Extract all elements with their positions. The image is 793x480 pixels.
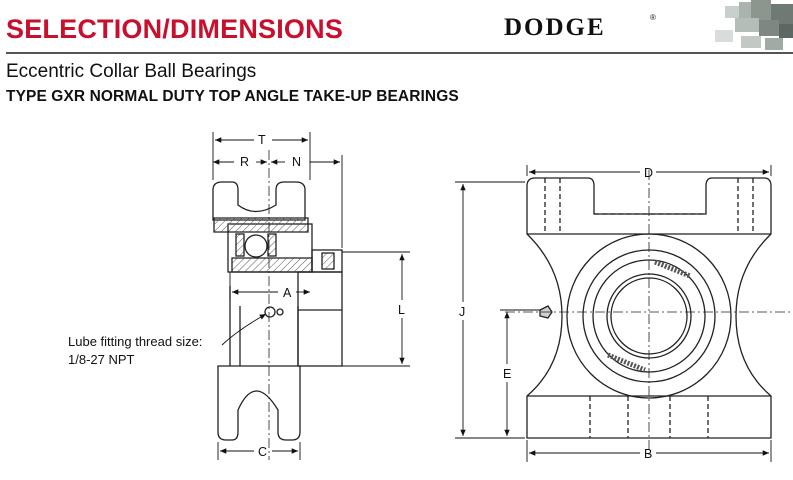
dim-label-D: D	[644, 166, 653, 180]
dim-label-J: J	[459, 305, 465, 319]
lube-note-line1: Lube fitting thread size:	[68, 334, 203, 349]
dim-label-B: B	[644, 447, 652, 461]
dim-label-N: N	[292, 155, 301, 169]
logo-registered-mark: ®	[650, 13, 656, 22]
page-title: SELECTION/DIMENSIONS	[6, 14, 344, 44]
product-type: TYPE GXR NORMAL DUTY TOP ANGLE TAKE-UP B…	[6, 88, 459, 105]
side-view	[212, 150, 343, 460]
dim-label-L: L	[398, 303, 405, 317]
dim-label-C: C	[258, 445, 267, 459]
product-thumbnail	[705, 0, 793, 52]
dim-label-E: E	[503, 367, 511, 381]
logo-text: DODGE	[504, 14, 606, 41]
dim-label-R: R	[240, 155, 249, 169]
dim-label-T: T	[258, 133, 266, 147]
dodge-logo: DODGE ®	[504, 13, 656, 41]
product-subtitle: Eccentric Collar Ball Bearings	[6, 61, 257, 82]
lube-note-line2: 1/8-27 NPT	[68, 352, 135, 367]
front-view	[505, 170, 790, 458]
header-divider	[6, 52, 793, 54]
dim-label-A: A	[283, 286, 292, 300]
